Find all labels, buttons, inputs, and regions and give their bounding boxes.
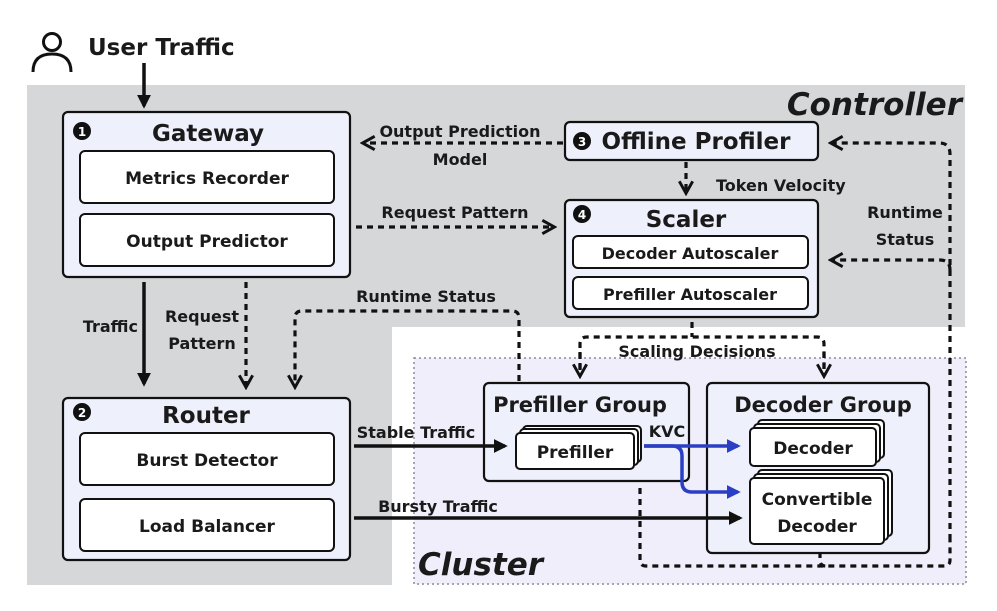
decoder-autoscaler-label: Decoder Autoscaler <box>602 244 779 263</box>
token-velocity-label: Token Velocity <box>716 176 846 195</box>
router-number-badge <box>73 403 91 421</box>
runtime-status-from-cluster <box>638 488 952 568</box>
prefiller-autoscaler-label: Prefiller Autoscaler <box>603 285 777 304</box>
controller-label: Controller <box>787 87 964 123</box>
request-pattern-h-label: Request Pattern <box>381 203 528 222</box>
scaler-number-badge <box>573 205 591 223</box>
request-pattern-v-line2: Pattern <box>168 334 236 353</box>
convertible-label-line1: Convertible <box>762 490 873 510</box>
runtime-status-top-label: Runtime Status <box>356 287 496 306</box>
kvc-label: KVC <box>649 422 686 441</box>
request-pattern-v-line1: Request <box>165 307 239 326</box>
prefiller-label: Prefiller <box>537 443 614 463</box>
gateway-number-badge <box>73 122 91 140</box>
runtime-status-to-router <box>295 309 521 386</box>
gateway-number: 1 <box>78 125 86 139</box>
user-icon <box>31 32 73 73</box>
metrics-recorder-box <box>79 150 335 204</box>
runtime-status-right-line1: Runtime <box>867 203 943 222</box>
kvc-to-convertible-arrow <box>644 444 741 499</box>
decoder-box <box>749 427 877 467</box>
offline-profiler-box <box>563 120 820 162</box>
metrics-recorder-label: Metrics Recorder <box>125 169 289 189</box>
decoder-label: Decoder <box>773 439 853 459</box>
decoder-autoscaler-box <box>572 235 809 269</box>
profiler-number: 3 <box>578 135 586 149</box>
prefiller-box <box>515 432 635 470</box>
load-balancer-box <box>79 498 335 552</box>
output-prediction-line1: Output Prediction <box>379 122 540 141</box>
traffic-label: Traffic <box>83 317 138 336</box>
stable-traffic-label: Stable Traffic <box>357 423 476 442</box>
scaler-number: 4 <box>578 208 586 222</box>
prefiller-autoscaler-box <box>572 276 809 310</box>
convertible-label-line2: Decoder <box>777 517 857 537</box>
bursty-traffic-label: Bursty Traffic <box>378 497 498 516</box>
profiler-number-badge <box>573 132 591 150</box>
convertible-decoder-box <box>749 477 885 545</box>
router-number: 2 <box>78 406 86 420</box>
runtime-status-to-scaler <box>832 260 952 271</box>
prefiller-group-title: Prefiller Group <box>493 393 667 417</box>
runtime-status-right-line2: Status <box>876 230 935 249</box>
scaling-decisions-label: Scaling Decisions <box>618 342 775 361</box>
router-title: Router <box>162 403 250 429</box>
burst-detector-box <box>79 432 335 486</box>
cluster-label: Cluster <box>418 547 545 583</box>
burst-detector-label: Burst Detector <box>136 451 278 471</box>
offline-profiler-title: Offline Profiler <box>602 129 792 155</box>
gateway-title: Gateway <box>152 121 264 147</box>
scaling-decisions-fork <box>578 322 826 370</box>
decoder-group-title: Decoder Group <box>734 393 912 417</box>
output-predictor-label: Output Predictor <box>126 232 288 252</box>
user-traffic-label: User Traffic <box>88 35 235 61</box>
runtime-status-from-decoders <box>818 552 827 568</box>
load-balancer-label: Load Balancer <box>139 517 276 537</box>
output-prediction-line2: Model <box>433 150 488 169</box>
runtime-status-to-profiler <box>832 143 952 540</box>
scaler-title: Scaler <box>646 207 727 233</box>
output-predictor-box <box>79 213 335 267</box>
